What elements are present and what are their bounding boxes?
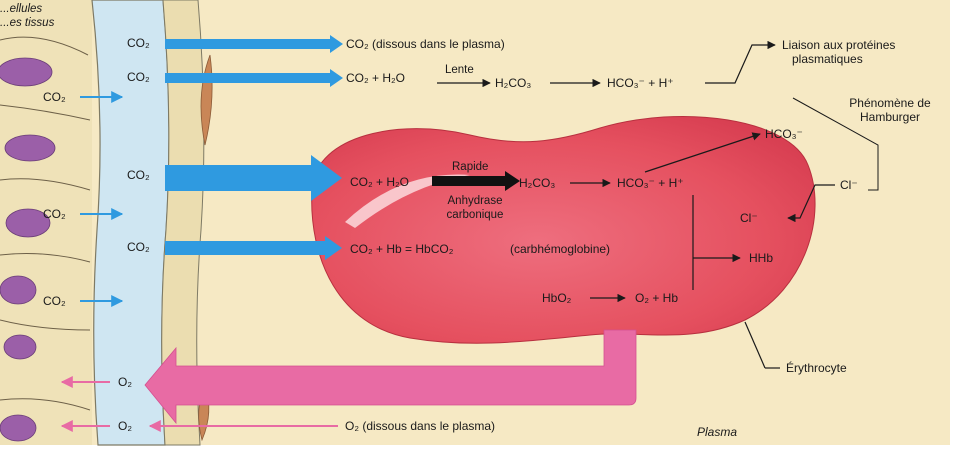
oxyhemoglobin-label: HbO₂ <box>542 291 572 305</box>
carbonic-acid-cell-label: H₂CO₃ <box>519 176 556 190</box>
o2-molecule-label: O₂ <box>118 375 132 389</box>
hamburger-label: Hamburger <box>859 110 921 124</box>
hamburger-bicarbonate: HCO₃⁻ <box>765 127 803 141</box>
co2-molecule-label: CO₂ <box>127 168 150 182</box>
erythrocyte-cell <box>311 115 816 344</box>
cell-highlight <box>345 174 470 228</box>
co2-molecule-label: CO₂ <box>43 294 66 308</box>
protein-binding-label: plasmatiques <box>792 52 863 66</box>
carbhemoglobin-name: (carbhémoglobine) <box>510 242 611 256</box>
oxygen-release-products: O₂ + Hb <box>635 291 679 305</box>
erythrocyte-label: Érythrocyte <box>786 361 847 375</box>
chloride-cell: Cl⁻ <box>740 211 758 225</box>
fast-reaction-reactants: CO₂ + H₂O <box>350 175 409 189</box>
carbonic-acid-label: H₂CO₃ <box>495 76 532 90</box>
co2-molecule-label: CO₂ <box>127 70 150 84</box>
co2-molecule-label: CO₂ <box>127 240 150 254</box>
o2-diffusion-arrows <box>60 376 338 432</box>
co2-diffusion-arrows <box>80 91 124 307</box>
co2-molecule-label: CO₂ <box>43 207 66 221</box>
dissolved-co2-text: CO₂ (dissous dans le plasma) <box>346 37 505 51</box>
dissolved-o2-text: O₂ (dissous dans le plasma) <box>345 419 496 433</box>
co2-molecule-label: CO₂ <box>43 90 66 104</box>
plasma-label: Plasma <box>697 425 738 439</box>
protein-binding-label: Liaison aux protéines <box>782 38 896 52</box>
co2-transport-arrows <box>165 35 343 260</box>
tissue-cells-label: ...ellules <box>0 3 43 15</box>
tissue-cells-label: ...es tissus <box>0 17 55 29</box>
slow-reaction-reactants: CO₂ + H₂O <box>346 71 405 85</box>
rapid-reaction-arrow <box>432 171 520 191</box>
co2-molecule-label: CO₂ <box>127 36 150 50</box>
enzyme-label: carbonique <box>446 209 504 221</box>
oxygen-release-arrow <box>144 329 637 425</box>
tissue-nuclei <box>0 57 56 442</box>
capillary-wall <box>161 0 205 446</box>
fast-speed-label: Rapide <box>452 161 489 173</box>
o2-molecule-label: O₂ <box>118 419 132 433</box>
chloride-plasma: Cl⁻ <box>840 178 858 192</box>
carbhemoglobin-equation: CO₂ + Hb = HbCO₂ <box>350 242 454 256</box>
bicarbonate-proton-cell-label: HCO₃⁻ + H⁺ <box>617 176 684 190</box>
bicarbonate-proton-label: HCO₃⁻ + H⁺ <box>607 76 674 90</box>
slow-speed-label: Lente <box>445 64 474 76</box>
reaction-arrows <box>437 40 835 369</box>
tissue-cell-borders <box>0 36 91 411</box>
reduced-hemoglobin-label: HHb <box>749 251 774 265</box>
hamburger-label: Phénomène de <box>849 96 931 110</box>
enzyme-label: Anhydrase <box>447 195 503 207</box>
hamburger-bracket <box>792 97 879 191</box>
